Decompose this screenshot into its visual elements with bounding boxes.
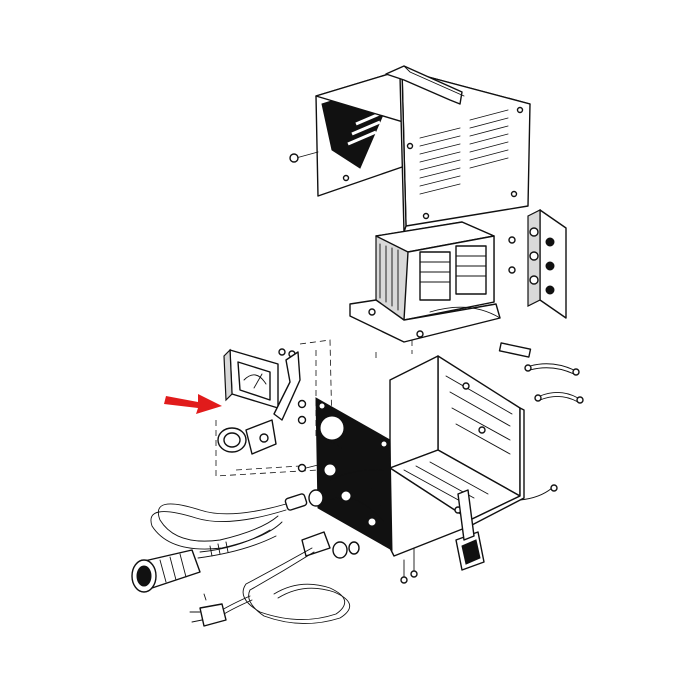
front-panel xyxy=(315,397,393,551)
cover-screw xyxy=(289,151,319,163)
cover-louvres xyxy=(419,109,509,195)
base-chassis xyxy=(389,355,525,557)
ac-power-cord xyxy=(221,547,350,624)
highlight-arrow xyxy=(164,394,222,414)
wire-leads xyxy=(498,342,584,501)
cord-strain-relief xyxy=(284,463,360,559)
dc-plug xyxy=(131,549,201,593)
top-cover xyxy=(315,65,531,233)
timer-knob xyxy=(217,419,277,455)
ammeter xyxy=(223,348,296,409)
dc-output-cord xyxy=(150,503,287,559)
terminal-board xyxy=(508,209,567,319)
transformer xyxy=(349,221,501,343)
ammeter-bracket xyxy=(273,351,307,425)
ac-plug xyxy=(189,593,227,627)
fuse-holder xyxy=(400,489,485,584)
